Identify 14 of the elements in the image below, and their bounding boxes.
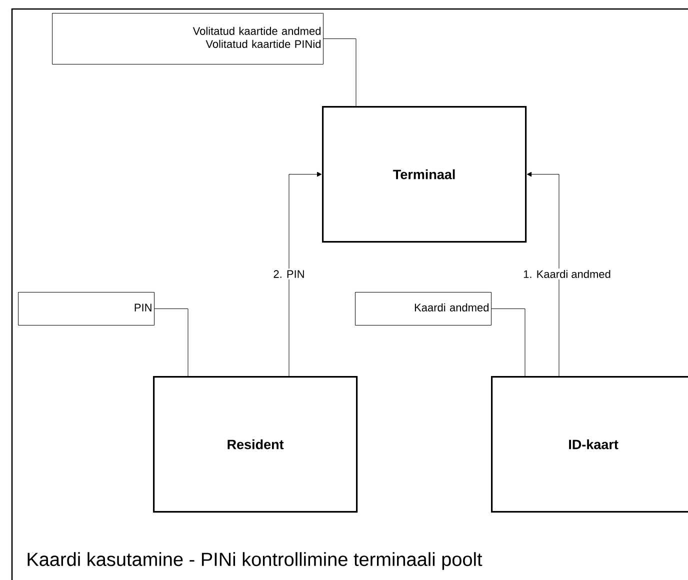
entity-box: Resident <box>153 376 358 513</box>
edge-label: 2. PIN <box>272 268 306 280</box>
attribute-box: Kaardi andmed <box>355 292 492 326</box>
arrow <box>526 172 560 376</box>
connector-line <box>154 308 188 376</box>
attribute-box: Volitatud kaartide andmed Volitatud kaartide PINid <box>52 13 324 64</box>
connector-line <box>491 308 526 376</box>
attribute-box: PIN <box>18 292 154 326</box>
connector-line <box>323 38 356 106</box>
entity-box: ID-kaart <box>491 376 688 513</box>
arrow <box>288 172 322 376</box>
entity-box: Terminaal <box>322 106 527 243</box>
edge-label: 1. Kaardi andmed <box>522 268 612 280</box>
caption: Kaardi kasutamine - PINi kontrollimine terminaali poolt <box>28 552 482 570</box>
